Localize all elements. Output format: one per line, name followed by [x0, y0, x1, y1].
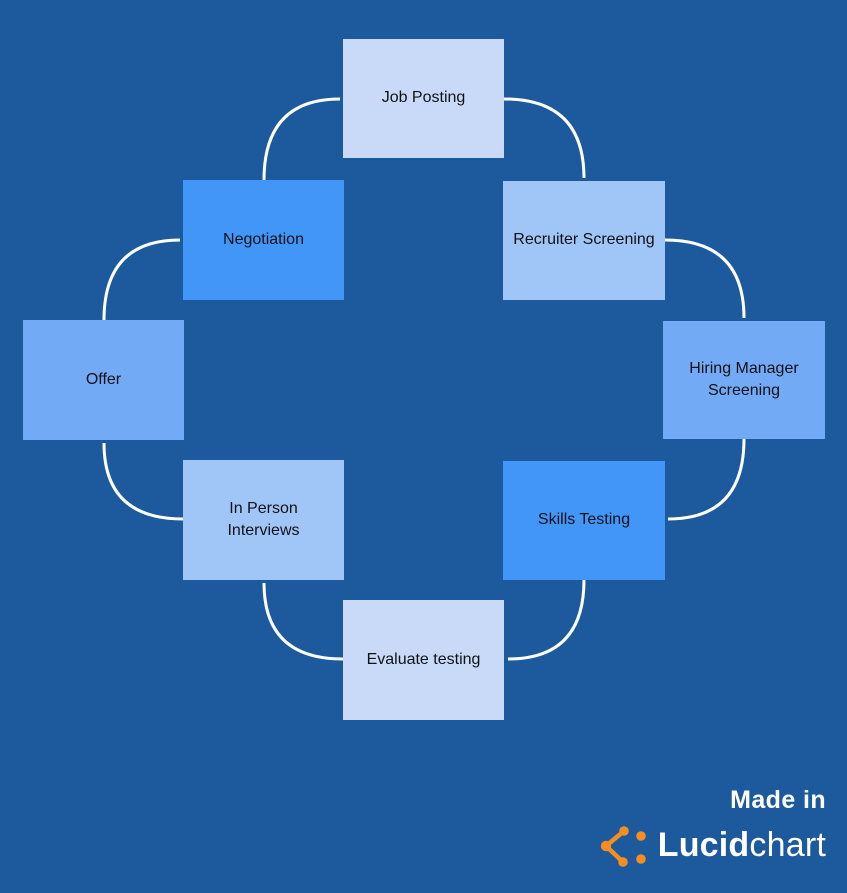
- node-in-person-interviews: In Person Interviews: [183, 460, 344, 580]
- node-evaluate-testing: Evaluate testing: [343, 600, 504, 720]
- node-label: Hiring Manager Screening: [689, 359, 799, 399]
- logo-lucid: Lucid: [657, 826, 750, 864]
- arrow-evaluate-testing-to-in-person-interviews: [262, 582, 344, 661]
- node-label: Negotiation: [223, 230, 304, 248]
- arrow-in-person-interviews-to-offer: [102, 442, 184, 521]
- node-recruiter-screening: Recruiter Screening: [503, 181, 665, 300]
- node-label: Evaluate testing: [366, 650, 481, 668]
- lucidchart-wordmark: Lucidchart: [658, 828, 826, 862]
- lucidchart-icon: [600, 826, 646, 867]
- node-hiring-manager-screening: Hiring Manager Screening: [663, 321, 825, 439]
- node-label: Recruiter Screening: [513, 231, 655, 249]
- node-label: Offer: [85, 370, 122, 388]
- made-in-text: Made in: [730, 786, 826, 814]
- node-label: Job Posting: [381, 89, 466, 107]
- arrow-offer-to-negotiation: [102, 238, 181, 321]
- arrow-negotiation-to-job-posting: [262, 97, 341, 181]
- node-label: Skills Testing: [537, 511, 631, 529]
- node-skills-testing: Skills Testing: [503, 461, 665, 580]
- arrow-recruiter-screening-to-hiring-manager-screening: [664, 238, 746, 319]
- node-job-posting: Job Posting: [343, 39, 504, 158]
- lucidchart-attribution[interactable]: Made in Lucidchart: [599, 786, 826, 868]
- logo-chart: chart: [749, 826, 826, 864]
- node-negotiation: Negotiation: [183, 180, 344, 300]
- arrow-hiring-manager-screening-to-skills-testing: [667, 438, 746, 521]
- arrow-skills-testing-to-evaluate-testing: [507, 579, 586, 661]
- node-label: In Person Interviews: [227, 499, 300, 539]
- arrow-job-posting-to-recruiter-screening: [503, 97, 586, 179]
- node-offer: Offer: [23, 320, 184, 440]
